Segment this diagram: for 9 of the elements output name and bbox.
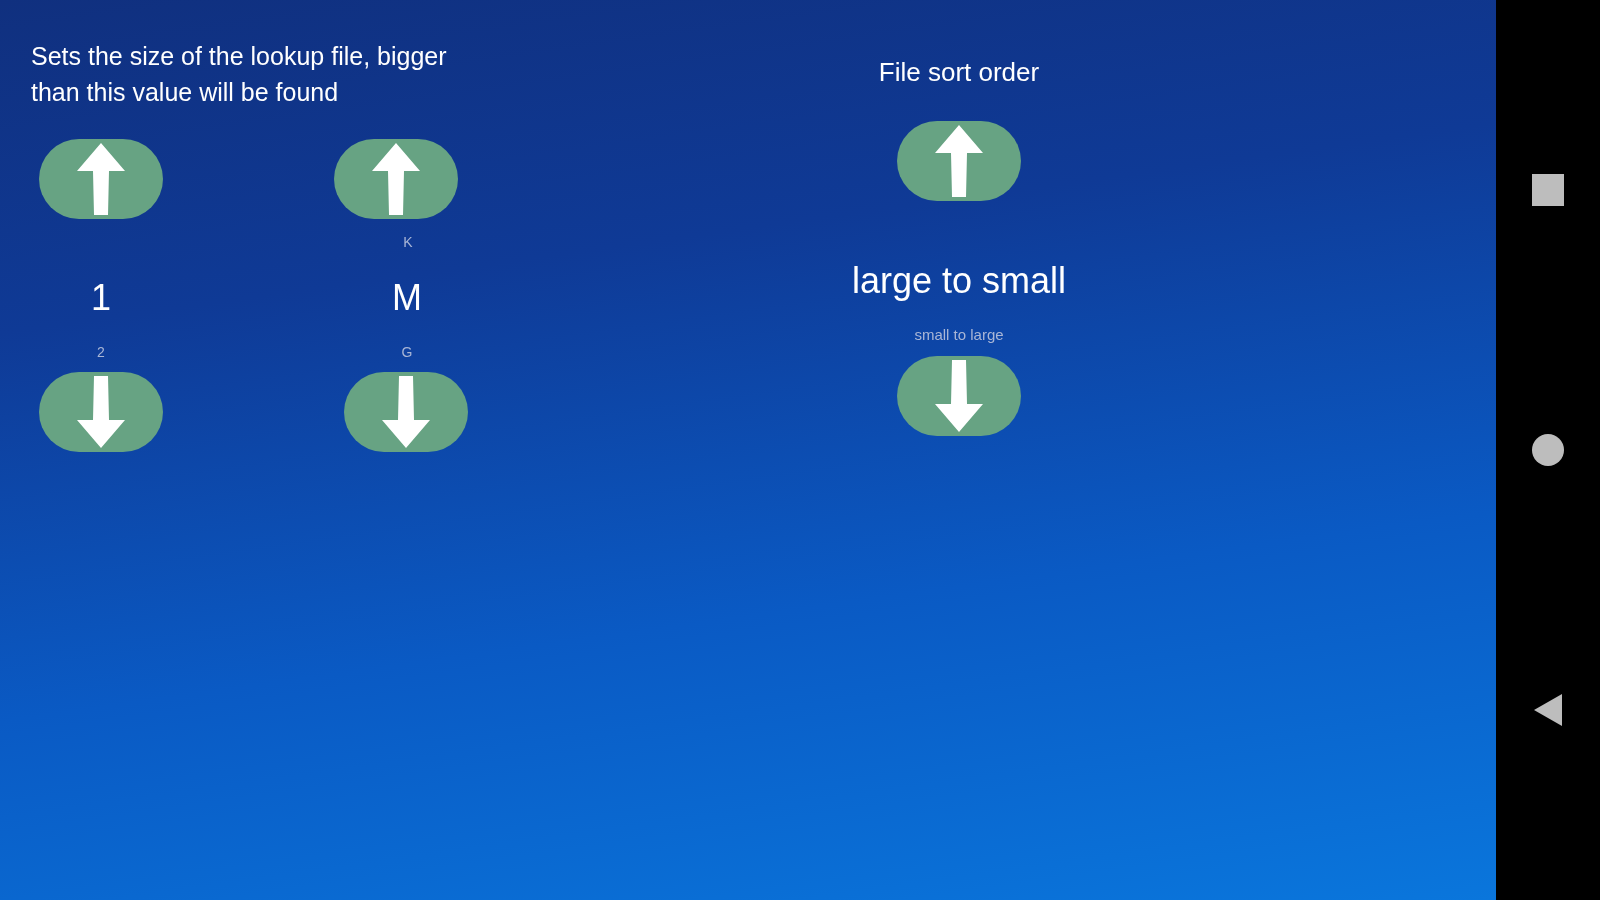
sort-order-text: large to small	[851, 260, 1067, 302]
next-unit-text: K	[403, 234, 413, 250]
unit-text: M	[392, 277, 422, 319]
alternate-order-text: small to large	[914, 325, 1004, 343]
instruction-text: Sets the size of the lookup file, bigger than this value will be found	[31, 41, 448, 108]
previous-unit-text: G	[401, 344, 413, 360]
value-text: 1	[91, 277, 111, 319]
previous-value-text: 2	[97, 344, 105, 360]
section-heading: File sort order	[878, 56, 1040, 88]
